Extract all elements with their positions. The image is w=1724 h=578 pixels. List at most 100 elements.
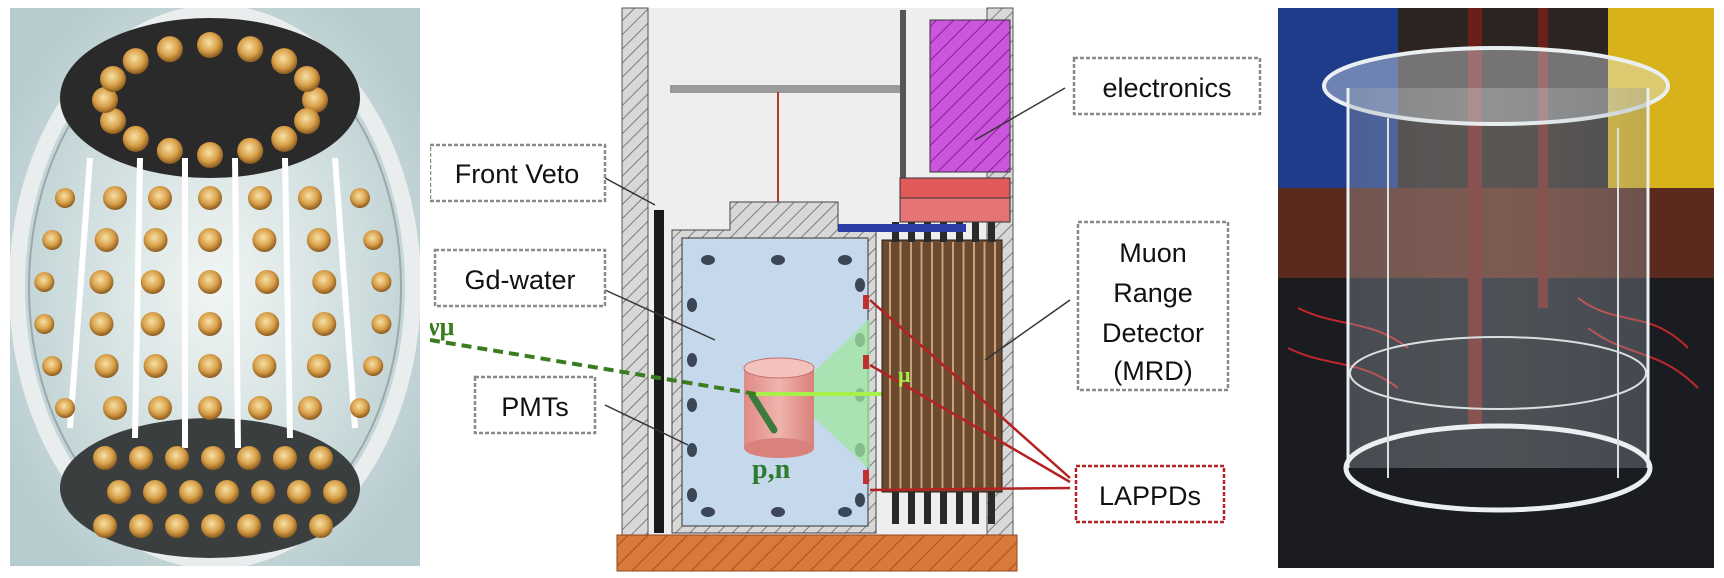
pmt-bulb [271, 125, 298, 152]
pmt-bulb [55, 398, 75, 418]
lappd-unit [863, 355, 869, 369]
pmt-bulb [143, 354, 168, 378]
mrd-pmt-bottom [956, 492, 963, 524]
mrd-callout: Muon Range Detector (MRD) [1076, 220, 1230, 392]
pmt-bulb [201, 514, 225, 538]
nu-mu-label: νμ [430, 312, 455, 341]
pmt-bulb [34, 314, 55, 334]
mrd-pmt-bottom [972, 492, 979, 524]
blue-cables [838, 224, 966, 232]
pmts-label: PMTs [501, 392, 569, 422]
pmt-bulb [42, 356, 63, 376]
electronics-label: electronics [1102, 73, 1231, 103]
pmt-bulb [197, 142, 223, 168]
pmt-bulb [165, 514, 189, 538]
mrd-label-line1: Muon [1119, 238, 1187, 268]
pmt-bulb [165, 446, 189, 470]
mu-label: μ [898, 362, 911, 387]
mrd-pmt-top [988, 222, 995, 242]
pmt-bulb [143, 480, 167, 504]
pmt-bulb [252, 354, 277, 378]
electronics-box [929, 19, 1011, 173]
pmt-bulb [287, 480, 311, 504]
pmt-bulb [306, 354, 331, 378]
pmt-bulb [122, 125, 149, 152]
ceiling-beam [670, 85, 900, 93]
electronics-rack-red2 [899, 197, 1011, 223]
pmt-bulb [42, 230, 63, 250]
pmt-bulb [122, 48, 149, 75]
neutrino-beam [430, 338, 757, 396]
pmt-bulb [312, 312, 337, 336]
pmt-dots [34, 32, 392, 538]
pmt-bulb [371, 314, 392, 334]
lappd-unit [863, 295, 869, 309]
pmt-bulb [148, 396, 172, 420]
left-wall [621, 7, 649, 539]
pmt-bulb [99, 108, 126, 135]
pmt-bulb [371, 272, 392, 292]
pmt-bulb [99, 65, 126, 92]
acrylic-vessel-illustration [1278, 8, 1714, 568]
pmt-bulb [156, 36, 183, 63]
pmt-bulb [55, 188, 75, 208]
pmt-bulb [255, 270, 280, 294]
pmt-bulb [198, 186, 222, 210]
pmt-bulb [294, 65, 321, 92]
pn-label: p,n [752, 454, 791, 485]
pmt-bulb [363, 230, 384, 250]
pmt-bulb [248, 186, 272, 210]
pmt-bulb [237, 514, 261, 538]
pmt-bulb [294, 108, 321, 135]
pmt-bulb [93, 446, 117, 470]
mrd-label-line4: (MRD) [1113, 356, 1192, 386]
pmts-callout: PMTs [473, 375, 597, 435]
front-veto-bar [654, 210, 664, 533]
pmt-bulb [323, 480, 347, 504]
pmt-bulb [255, 312, 280, 336]
pmt-bulb [198, 228, 222, 252]
pmt-bulb [271, 48, 298, 75]
pmt-bulb [156, 137, 183, 164]
pmt-bulb [92, 87, 118, 113]
pmt-bulb [363, 356, 384, 376]
pmt-bulb [237, 446, 261, 470]
pmt-bulb [143, 228, 168, 252]
acrylic-vessel-photo [1278, 8, 1714, 568]
pmt-bulb [148, 186, 172, 210]
mrd-label-line3: Detector [1102, 318, 1204, 348]
pmt-bulb [198, 270, 222, 294]
pmt-bulb [129, 446, 153, 470]
pmt-bulb [298, 396, 322, 420]
rack-pole [900, 10, 906, 178]
pmt-bulb [252, 228, 277, 252]
electronics-callout: electronics [1072, 56, 1262, 116]
mrd-pmt-bottom [924, 492, 931, 524]
pmt-bulb [198, 396, 222, 420]
pmt-bulb [89, 270, 114, 294]
pmt-bulb [93, 514, 117, 538]
mrd-pmt-bottom [892, 492, 899, 524]
gd-water-label: Gd-water [464, 265, 575, 295]
pmt-bulb [201, 446, 225, 470]
pmt-bulb [273, 446, 297, 470]
lappd-unit [863, 470, 869, 484]
pmt-array-photo [10, 8, 420, 566]
pmt-bulb [129, 514, 153, 538]
lappds-callout: LAPPDs [1074, 464, 1226, 524]
pmt-bulb [140, 312, 165, 336]
pmt-bulb [350, 398, 370, 418]
pmt-bulb [140, 270, 165, 294]
mrd-pmt-top [972, 222, 979, 242]
pmt-bulb [103, 186, 127, 210]
mrd-label-line2: Range [1113, 278, 1193, 308]
pmt-bulb [302, 87, 328, 113]
pmt-bulb [309, 446, 333, 470]
target-cylinder [743, 357, 815, 458]
pmt-bulb [312, 270, 337, 294]
pmt-bulb [103, 396, 127, 420]
pmt-bulb [309, 514, 333, 538]
gd-water-callout: Gd-water [433, 248, 607, 308]
mrd-pmt-bottom [940, 492, 947, 524]
pmt-bulb [350, 188, 370, 208]
